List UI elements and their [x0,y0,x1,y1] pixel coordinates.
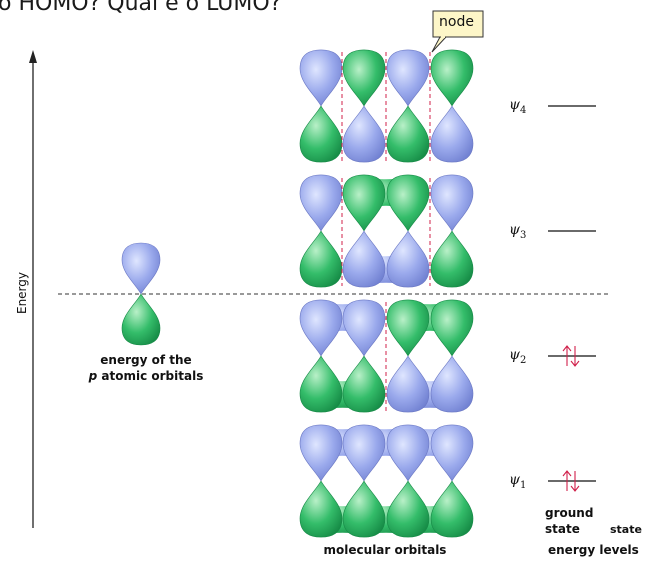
energy-axis-label: Energy [15,272,29,315]
psi-1-lobe-top [386,424,430,482]
node-callout-label: node [439,14,474,30]
psi-4-label: ψ4 [509,97,527,116]
psi-1-orbital [299,424,474,538]
psi-2-orbital [299,299,474,413]
psi-2-lobe-top [299,299,343,357]
psi-3-lobe-top [342,174,386,232]
energy-levels [548,105,596,492]
question-text: o HOMO? Qual é o LUMO? [0,0,282,16]
energy-axis [29,50,37,528]
psi-2-lobe-top [386,299,430,357]
psi-4-lobe-top [430,49,474,107]
psi-4-lobe-top [386,49,430,107]
atomic-p-upper-lobe [121,242,161,295]
atomic-orbital-label-line2: p atomic orbitals [72,369,220,383]
psi-1-label: ψ1 [509,472,527,491]
molecular-orbitals [299,49,474,538]
atomic-p-orbital [121,242,161,346]
psi-4-lobe-bottom [299,105,343,163]
spin-down-arrow-icon [570,346,580,367]
psi-2-lobe-top [430,299,474,357]
psi-3-orbital [299,174,474,288]
psi-3-lobe-top [386,174,430,232]
psi-3-label: ψ3 [509,222,527,241]
psi-1-lobe-bottom [430,480,474,538]
psi-1-lobe-top [430,424,474,482]
psi-2-lobe-bottom [299,355,343,413]
psi-4-orbital [299,49,474,163]
axis-arrowhead-icon [29,50,37,63]
psi-2-lobe-bottom [430,355,474,413]
psi-1-lobe-top [342,424,386,482]
psi-3-lobe-bottom [386,230,430,288]
psi-3-lobe-top [299,174,343,232]
spin-up-arrow-icon [562,345,572,366]
psi-4-lobe-bottom [430,105,474,163]
psi-3-lobe-top [430,174,474,232]
legend-state-1: state [545,522,580,536]
spin-up-arrow-icon [562,470,572,491]
spin-down-arrow-icon [570,471,580,492]
legend-energy-levels: energy levels [548,543,639,557]
psi-3-lobe-bottom [430,230,474,288]
atomic-orbital-label-line1: energy of the [100,353,192,367]
p-label: p [88,369,98,383]
psi-4-lobe-bottom [342,105,386,163]
mo-caption: molecular orbitals [323,543,447,557]
psi-1-lobe-bottom [386,480,430,538]
psi-1-lobe-top [299,424,343,482]
psi-2-label: ψ2 [509,347,527,366]
psi-1-lobe-bottom [299,480,343,538]
psi-1-lobe-bottom [342,480,386,538]
psi-3-lobe-bottom [342,230,386,288]
legend-ground: ground [545,506,594,520]
psi-2-lobe-top [342,299,386,357]
psi-4-lobe-top [342,49,386,107]
psi-4-lobe-bottom [386,105,430,163]
legend-state-2: state [610,523,642,536]
atomic-p-lower-lobe [121,293,161,346]
node-callout [431,10,484,53]
psi-4-lobe-top [299,49,343,107]
psi-2-lobe-bottom [386,355,430,413]
psi-2-lobe-bottom [342,355,386,413]
atomic-orbitals-text: atomic orbitals [101,369,204,383]
psi-3-lobe-bottom [299,230,343,288]
node-lines [341,52,431,412]
